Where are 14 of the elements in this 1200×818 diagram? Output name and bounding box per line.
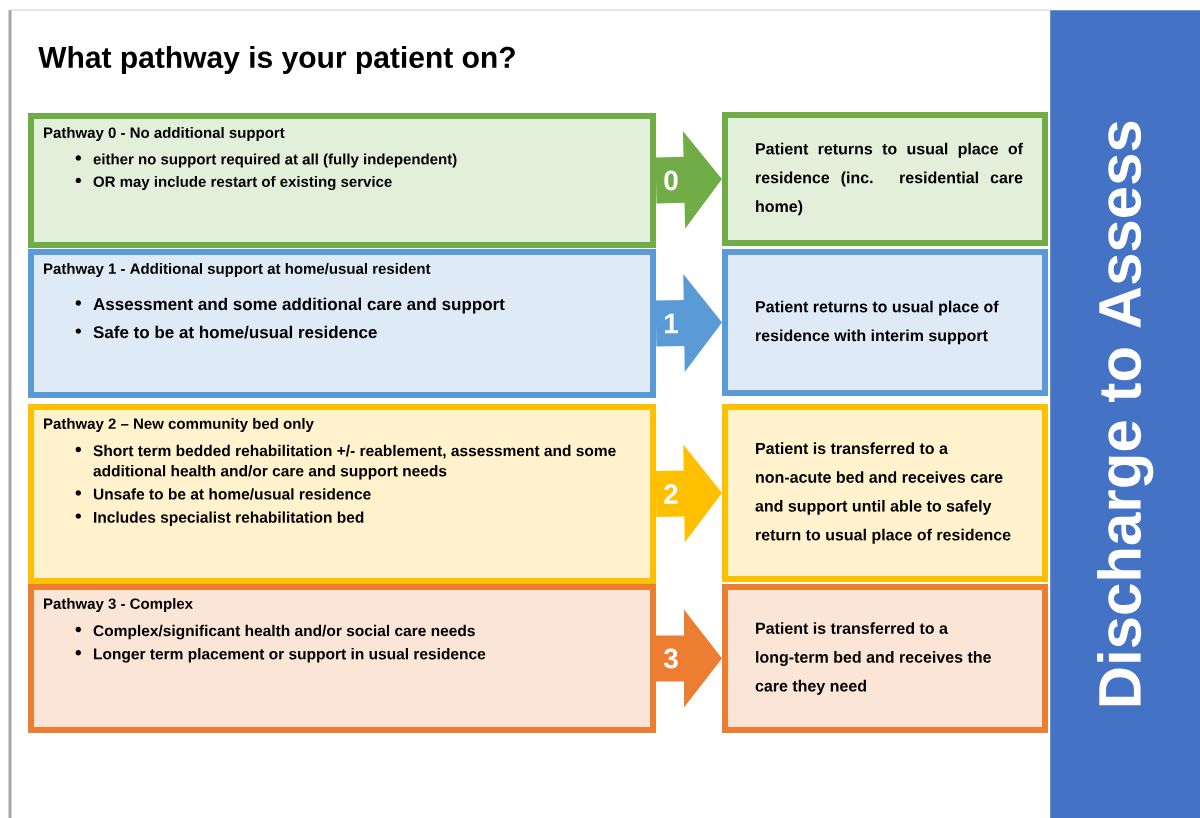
outcome-box: Patient is transferred to a long-term bed and receives the care they need [722,584,1048,733]
pathway-box: Pathway 0 - No additional support either no support required at all (fully independent) OR may include restart of existing service [28,113,656,248]
outcome-box: Patient returns to usual place of residence with interim support [722,249,1048,396]
edge-label: 3 [662,647,680,670]
side-banner: Discharge to Assess [1050,10,1200,818]
edge-label: 1 [662,312,680,335]
pathway-box: Pathway 3 - Complex Complex/significant health and/or social care needs Longer term placement or support in usual residence [28,584,656,733]
title: What pathway is your patient on? [38,46,515,74]
outcome-box: Patient returns to usual place of residence (inc. residential care home) [722,112,1048,246]
pathway-box: Pathway 1 - Additional support at home/usual resident Assessment and some additional care and support Safe to be at home/usual residence [28,249,656,398]
edge-label: 2 [662,483,680,505]
edge-label: 0 [662,169,680,192]
outcome-box: Patient is transferred to a non-acute bed and receives care and support until able to safely return to usual place of residence [722,404,1048,582]
pathway-box: Pathway 2 – New community bed only Short term bedded rehabilitation +/- reablement, assessment and some additional health and/or care and support needs Unsafe to be at home/usual residence Includes specialist rehabilitation bed [28,404,656,584]
